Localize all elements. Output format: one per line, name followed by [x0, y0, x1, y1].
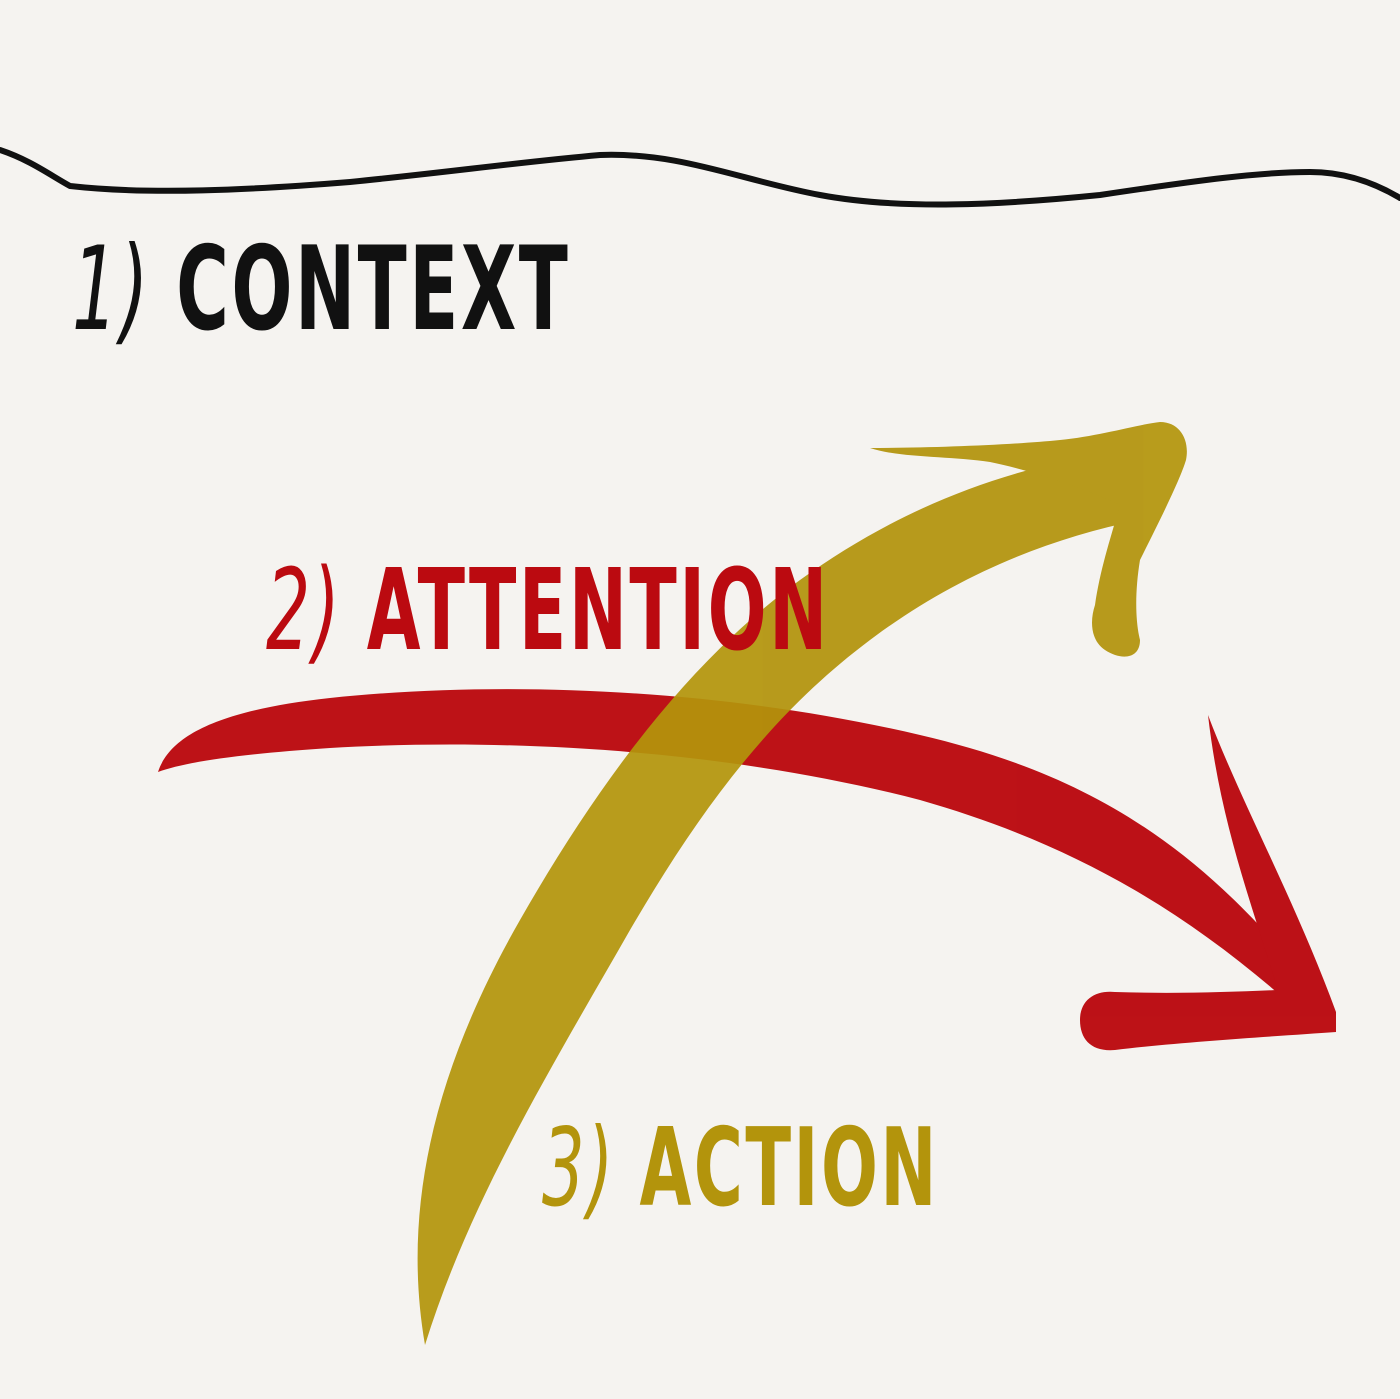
step-attention-word: ATTENTION	[366, 546, 830, 676]
step-action-number: 3)	[542, 1106, 616, 1231]
step-context-label: 1) CONTEXT	[72, 232, 570, 348]
step-action-word: ACTION	[639, 1106, 939, 1231]
action-arrow-shaft	[417, 450, 1141, 1345]
step-context-word: CONTEXT	[176, 222, 571, 357]
action-arrow-head	[870, 422, 1187, 657]
attention-arrow	[158, 689, 1336, 1051]
step-action-label: 3) ACTION	[542, 1115, 939, 1223]
step-attention-number: 2)	[266, 546, 343, 676]
context-line	[0, 147, 1400, 208]
step-context-number: 1)	[72, 222, 151, 357]
attention-arrow-head	[1080, 715, 1336, 1051]
step-attention-label: 2) ATTENTION	[266, 555, 830, 667]
attention-arrow-shaft	[158, 689, 1290, 995]
action-arrow	[417, 422, 1187, 1345]
